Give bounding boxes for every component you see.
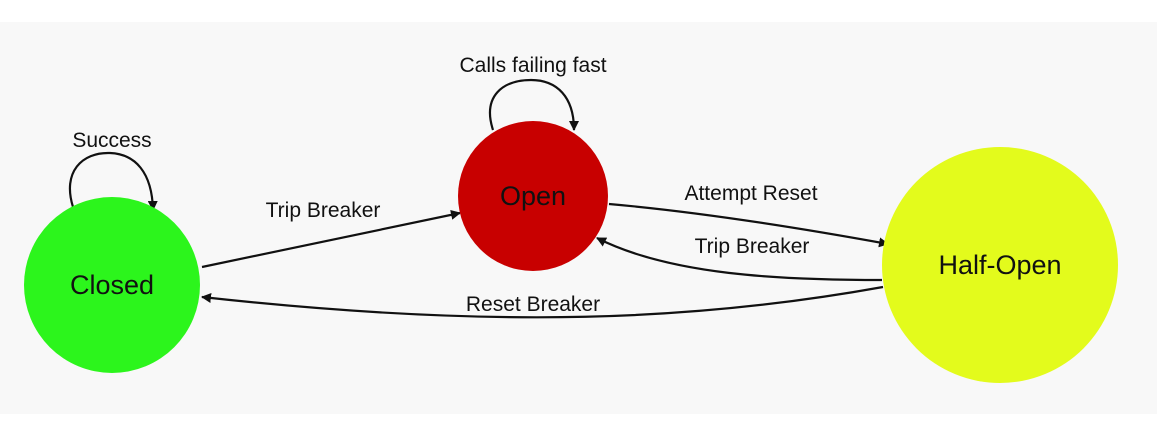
- edge-half-open-to-open-arrow: [596, 237, 883, 282]
- node-half-open-circle: [882, 147, 1118, 383]
- edge-closed-success: Success: [68, 129, 158, 211]
- edge-open-to-half-open: Attempt Reset: [608, 182, 889, 248]
- node-closed-label: Closed: [70, 270, 154, 300]
- node-open-circle: [458, 121, 608, 271]
- node-closed-circle: [24, 197, 200, 373]
- edge-half-open-to-closed-arrow: [201, 285, 884, 319]
- node-open: Open: [458, 121, 608, 271]
- edge-half-open-to-closed: Reset Breaker: [201, 285, 884, 319]
- edge-closed-success-arrow: [68, 151, 158, 211]
- edge-open-failing-fast-label: Calls failing fast: [459, 54, 606, 77]
- edge-half-open-to-open: Trip Breaker: [596, 235, 883, 282]
- edge-half-open-to-open-label: Trip Breaker: [695, 235, 810, 258]
- edge-closed-to-open-label: Trip Breaker: [266, 199, 381, 222]
- edge-half-open-to-closed-label: Reset Breaker: [466, 293, 600, 316]
- edge-closed-to-open: Trip Breaker: [201, 199, 461, 269]
- edge-open-failing-fast: Calls failing fast: [459, 54, 607, 131]
- edge-open-to-half-open-label: Attempt Reset: [684, 182, 817, 205]
- edge-closed-to-open-arrow: [201, 209, 461, 269]
- node-half-open-label: Half-Open: [938, 250, 1061, 280]
- edge-open-failing-fast-arrow: [488, 78, 579, 131]
- node-open-label: Open: [500, 181, 566, 211]
- edge-closed-success-label: Success: [72, 129, 151, 152]
- edge-open-to-half-open-arrow: [608, 202, 889, 248]
- node-closed: Closed: [24, 197, 200, 373]
- node-half-open: Half-Open: [882, 147, 1118, 383]
